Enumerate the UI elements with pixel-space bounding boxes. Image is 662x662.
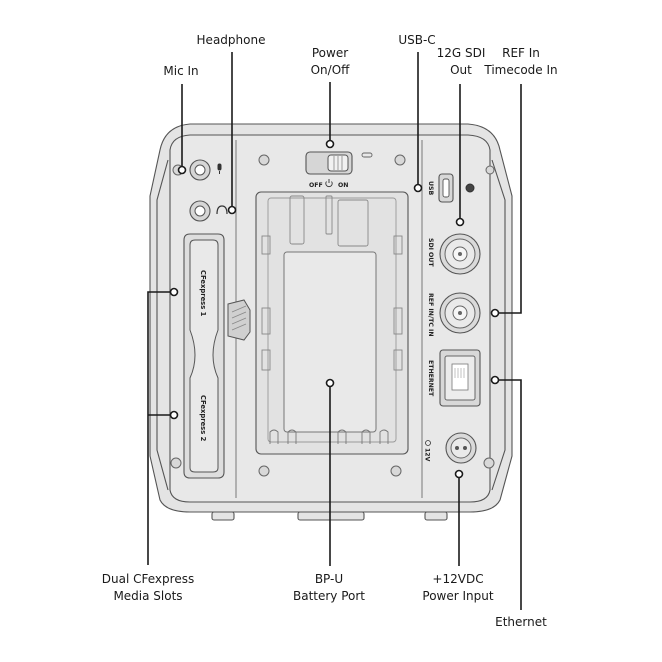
screw-icon <box>170 457 182 469</box>
callout-labels: Headphone Power On/Off USB-C Mic In 12G … <box>102 33 558 629</box>
indicator-lamp <box>465 183 475 193</box>
callout-sdi-line2: Out <box>450 63 472 77</box>
mic-in-jack <box>189 159 211 181</box>
right-rail <box>491 159 506 491</box>
callout-usbc: USB-C <box>398 33 435 47</box>
slot-latch <box>227 299 251 341</box>
screw-icon <box>394 154 406 166</box>
callout-lines <box>147 52 522 610</box>
switch-off-label: OFF <box>309 182 323 189</box>
callout-media-line1: Dual CFexpress <box>102 572 194 586</box>
svg-text:12V: 12V <box>424 448 431 462</box>
ref-in-connector <box>439 292 481 334</box>
sdi-out-connector <box>439 233 481 275</box>
status-led <box>361 152 373 158</box>
callout-sdi-line1: 12G SDI <box>437 46 486 60</box>
slot-1-label: CFexpress 1 <box>199 270 207 317</box>
callout-battery-line1: BP-U <box>315 572 343 586</box>
callout-ref-line1: REF In <box>502 46 540 60</box>
dc-power-connector <box>445 432 477 464</box>
foot-right <box>424 511 448 521</box>
dc-label: 12V <box>424 440 431 462</box>
foot-center <box>297 511 365 521</box>
callout-ethernet: Ethernet <box>495 615 547 629</box>
screw-icon <box>258 465 270 477</box>
headphone-jack <box>189 200 211 222</box>
ref-in-label: REF IN/TC IN <box>427 293 434 337</box>
callout-dc-line1: +12VDC <box>432 572 483 586</box>
sdi-out-label: SDI OUT <box>427 238 434 267</box>
ethernet-label: ETHERNET <box>427 360 434 397</box>
callout-headphone: Headphone <box>197 33 266 47</box>
power-switch[interactable] <box>305 151 353 175</box>
microphone-icon <box>217 163 222 174</box>
slot-2-label: CFexpress 2 <box>199 395 207 442</box>
left-rail <box>156 159 169 491</box>
callout-power-line1: Power <box>312 46 348 60</box>
callout-dc-line2: Power Input <box>422 589 493 603</box>
cfexpress-slot-door: CFexpress 1 CFexpress 2 <box>183 233 225 479</box>
foot-left <box>211 511 235 521</box>
dc-power-icon <box>425 440 431 446</box>
screw-icon <box>483 457 495 469</box>
screw-icon <box>258 154 270 166</box>
ethernet-port <box>439 349 481 407</box>
callout-battery-line2: Battery Port <box>293 589 365 603</box>
callout-mic-in: Mic In <box>163 64 198 78</box>
usb-c-port <box>438 173 454 203</box>
headphone-icon <box>216 205 228 215</box>
usb-label: USB <box>427 181 434 195</box>
callout-media-line2: Media Slots <box>113 589 182 603</box>
callout-power-line2: On/Off <box>311 63 351 77</box>
power-icon <box>325 179 333 188</box>
screw-icon <box>485 165 495 175</box>
callout-dots <box>169 139 500 479</box>
screw-icon <box>390 465 402 477</box>
callout-ref-line2: Timecode In <box>483 63 557 77</box>
switch-on-label: ON <box>338 182 348 189</box>
battery-plate <box>255 191 409 455</box>
